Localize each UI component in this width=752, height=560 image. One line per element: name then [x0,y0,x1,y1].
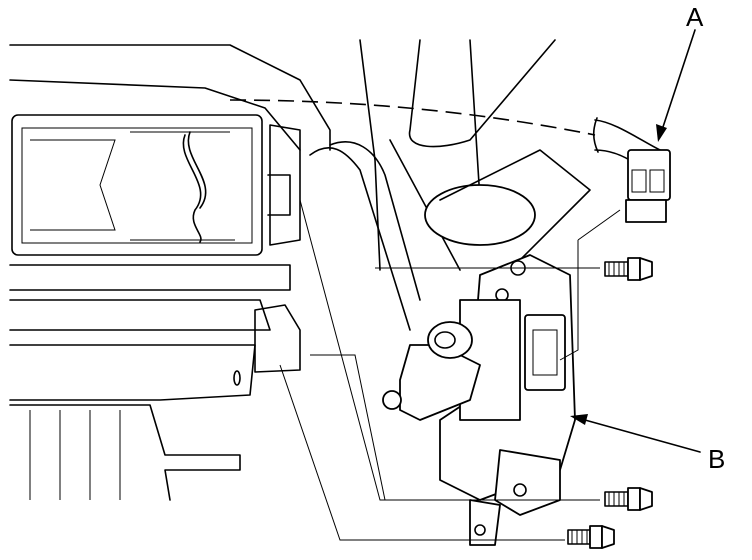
connector-a [625,149,671,223]
mode-actuator-assembly [382,254,576,546]
callout-arrow-b [570,414,701,453]
heater-pipes [309,39,556,331]
screw-leader-lines [279,199,621,541]
screw-lower [567,525,615,549]
heater-unit-housing [9,44,331,501]
screw-middle [604,487,653,511]
callout-label-b: B [708,444,726,474]
screw-upper [604,257,653,281]
callout-label-a: A [686,2,704,32]
blower-motor [424,149,591,261]
harness-wire [229,99,661,181]
callout-arrow-a [656,29,696,142]
